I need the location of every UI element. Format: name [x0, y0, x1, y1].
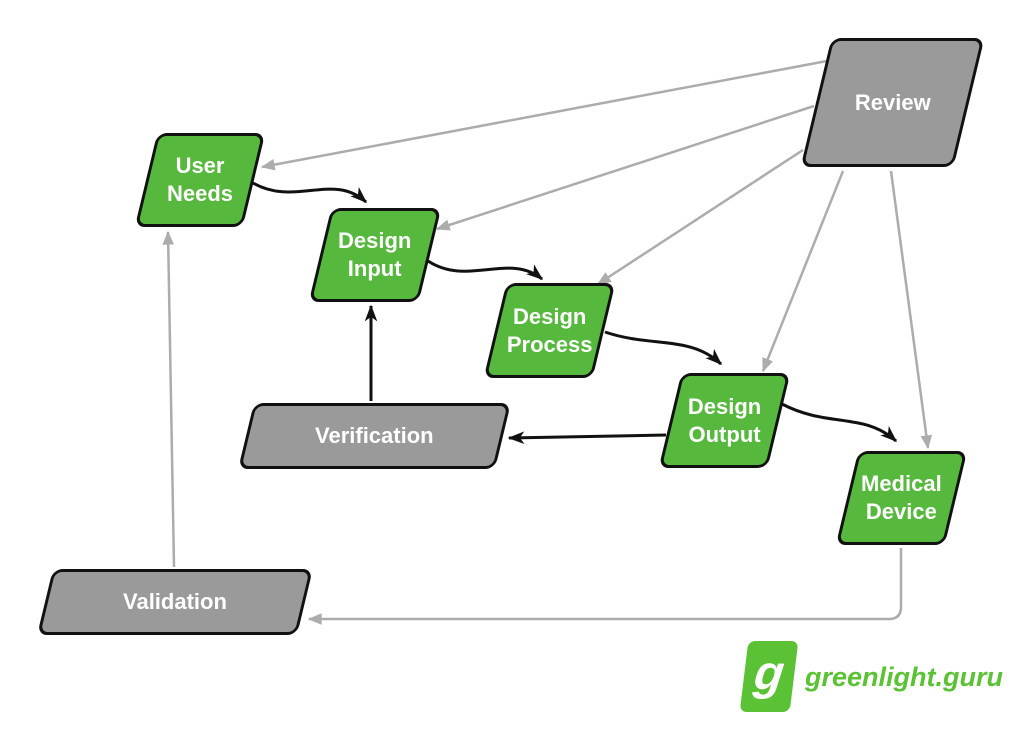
node-design-output-label: Design Output: [687, 393, 762, 447]
node-review-label: Review: [854, 89, 931, 115]
node-review: Review: [800, 38, 985, 167]
node-medical-device-label: Medical Device: [861, 471, 942, 524]
node-design-output: Design Output: [658, 373, 791, 468]
node-design-input-label: Design Input: [338, 228, 412, 281]
edge-review-to-design-process: [597, 148, 804, 286]
node-verification: Verification: [238, 403, 511, 469]
edge-review-to-user-needs: [260, 59, 828, 171]
edge-validation-to-user-needs: [162, 230, 176, 568]
node-design-input: Design Input: [308, 208, 442, 302]
node-verification-label: Verification: [315, 423, 434, 448]
node-user-needs-label: User Needs: [166, 153, 234, 206]
edge-design-input-to-design-process: [427, 259, 544, 281]
edge-design-output-to-medical-device: [781, 402, 898, 443]
greenlight-guru-logo-icon: g: [739, 641, 799, 712]
edge-review-to-design-input: [435, 104, 815, 231]
edge-design-output-to-verification: [507, 431, 667, 445]
node-design-process: Design Process: [483, 283, 616, 378]
edge-user-needs-to-design-input: [252, 181, 368, 204]
node-medical-device: Medical Device: [835, 451, 968, 545]
edge-review-to-medical-device: [889, 170, 933, 450]
g-icon: g: [751, 646, 788, 700]
edge-medical-device-to-validation: [307, 548, 903, 625]
edge-design-process-to-design-output: [604, 330, 723, 366]
node-user-needs: User Needs: [134, 133, 266, 227]
edge-review-to-design-output: [761, 170, 845, 373]
node-design-process-label: Design Process: [506, 303, 593, 357]
greenlight-guru-wordmark: greenlight.guru: [805, 662, 1003, 692]
node-validation-label: Validation: [123, 589, 227, 614]
node-validation: Validation: [37, 569, 313, 635]
